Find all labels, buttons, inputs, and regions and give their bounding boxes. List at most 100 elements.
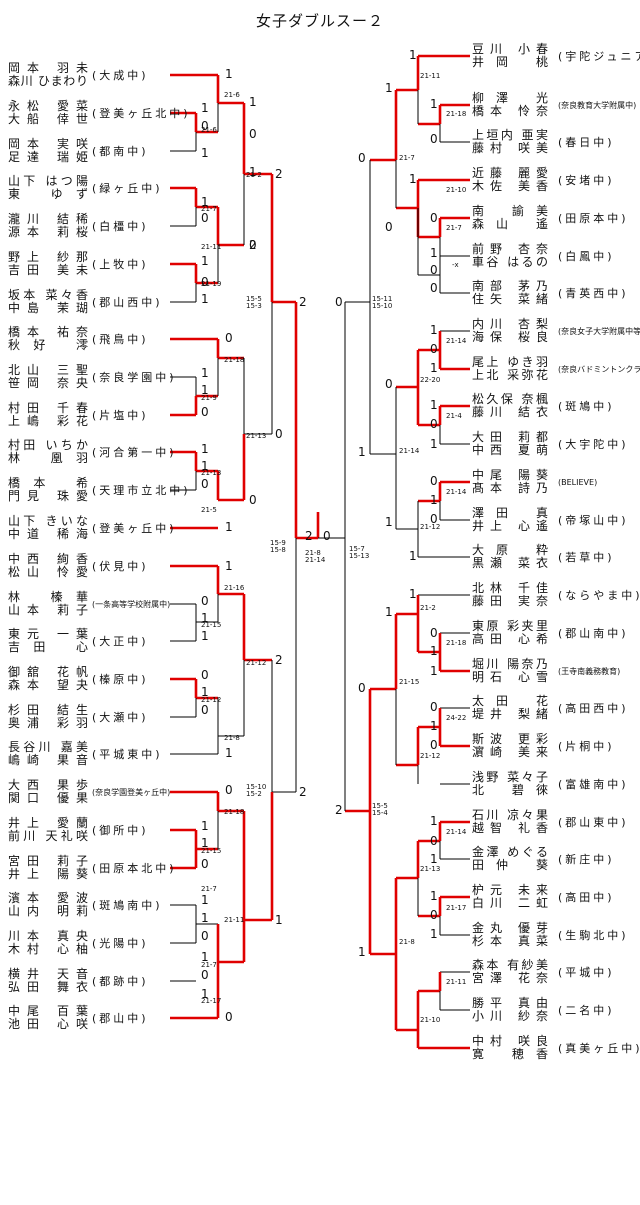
player-name: 住矢 菜緒	[472, 292, 548, 306]
result-number: 0	[201, 119, 209, 133]
result-number: 1	[409, 48, 417, 62]
player-name: 東原 彩夹里	[472, 619, 548, 633]
player-name: 大原 粋	[472, 543, 548, 557]
match-score: 21-13	[246, 432, 267, 440]
player-name: 弘田 舞衣	[8, 980, 88, 994]
player-name: 川本 真央	[8, 929, 88, 943]
player-name: 橋本 希	[8, 476, 88, 490]
result-number: 0	[430, 738, 438, 752]
school-name: (郡山中)	[92, 1012, 149, 1025]
result-number: 1	[430, 852, 438, 866]
player-name: 森川 ひまわり	[8, 74, 88, 88]
player-name: 橋本 祐奈	[8, 325, 88, 339]
player-name: 金澤 めぐる	[472, 845, 548, 859]
player-name: 足達 瑞姫	[8, 150, 88, 164]
result-number: 1	[201, 101, 209, 115]
result-number: 1	[201, 254, 209, 268]
result-number: 1	[430, 361, 438, 375]
player-name: 東 ゆず	[8, 187, 88, 201]
result-number: 1	[201, 629, 209, 643]
result-number: 1	[249, 165, 257, 179]
player-name: 池田 心咲	[8, 1017, 88, 1031]
result-number: 0	[201, 857, 209, 871]
school-name: (田原本北中)	[92, 862, 177, 875]
semi-number: 2	[299, 785, 307, 799]
player-name: 林 榛華	[8, 590, 88, 604]
player-name: 橋本 怜奈	[472, 104, 548, 118]
result-number: 0	[430, 626, 438, 640]
result-number: 1	[201, 685, 209, 699]
result-number: 1	[385, 81, 393, 95]
school-name: (真美ヶ丘中)	[558, 1042, 640, 1055]
result-number: 0	[201, 929, 209, 943]
match-score: 21-13	[420, 865, 441, 873]
player-name: 中西 夏萌	[472, 443, 548, 457]
match-score: 21-2	[246, 171, 262, 179]
result-number: 1	[430, 97, 438, 111]
player-name: 山下 きいな	[8, 514, 88, 528]
player-name: 吉田 心	[8, 640, 88, 654]
result-number: 2	[249, 238, 257, 252]
player-name: 杉本 真菜	[472, 934, 548, 948]
result-number: 1	[275, 913, 283, 927]
player-name: 東元 一葉	[8, 627, 88, 641]
result-number: 1	[430, 927, 438, 941]
player-name: 松久保 奈楓	[472, 392, 548, 406]
school-name: (都南中)	[92, 145, 149, 158]
result-number: 1	[201, 819, 209, 833]
player-name: 堀川 陽奈乃	[472, 657, 548, 671]
match-score: 21-15	[201, 847, 222, 855]
school-name: (大正中)	[92, 635, 149, 648]
result-number: 1	[201, 292, 209, 306]
player-name: 中島 茉瑚	[8, 301, 88, 315]
result-number: 0	[430, 281, 438, 295]
match-score: 21-9	[201, 394, 217, 402]
player-name: 中西 絢香	[8, 552, 88, 566]
result-number: 1	[201, 442, 209, 456]
school-name: (上牧中)	[92, 258, 149, 271]
school-name: (春日中)	[558, 136, 615, 149]
result-number: 1	[358, 945, 366, 959]
player-name: 森本 有紗美	[472, 958, 548, 972]
player-name: 上垣内 亜実	[472, 128, 548, 142]
player-name: 斯波 更彩	[472, 732, 548, 746]
school-name: (白鳳中)	[558, 250, 615, 263]
player-name: 藤村 咲美	[472, 141, 548, 155]
result-number: 1	[225, 67, 233, 81]
player-name: 岡本 実咲	[8, 137, 88, 151]
result-number: 2	[275, 653, 283, 667]
player-name: 門見 珠愛	[8, 489, 88, 503]
player-name: 柳澤 光	[472, 91, 548, 105]
school-name: (斑鳩南中)	[92, 899, 163, 912]
school-name: (帝塚山中)	[558, 514, 629, 527]
school-name: (二名中)	[558, 1004, 615, 1017]
match-score: 21-11	[224, 916, 245, 924]
school-name: (片桐中)	[558, 740, 615, 753]
result-number: 0	[430, 700, 438, 714]
match-score: 24-22	[446, 714, 467, 722]
school-name: (奈良学園中)	[92, 371, 177, 384]
result-number: 1	[201, 366, 209, 380]
player-name: 松山 怜愛	[8, 565, 88, 579]
player-name: 嶋崎 果音	[8, 753, 88, 767]
player-name: 豆川 小春	[472, 42, 548, 56]
school-name: (高田中)	[558, 891, 615, 904]
school-name: (奈良教育大学附属中)	[558, 101, 637, 110]
result-number: 1	[249, 95, 257, 109]
player-name: 北山 三聖	[8, 363, 88, 377]
school-name: (富雄南中)	[558, 778, 629, 791]
result-number: 0	[430, 512, 438, 526]
player-name: 御舘 花帆	[8, 665, 88, 679]
match-score: 21-7	[201, 885, 217, 893]
match-score: 21-19	[201, 280, 222, 288]
player-name: 太田 花	[472, 694, 548, 708]
player-name: 藤田 実奈	[472, 594, 548, 608]
school-name: (斑鳩中)	[558, 400, 615, 413]
match-score: 21-2	[420, 604, 436, 612]
match-score: 15-11 15-10	[372, 295, 393, 310]
player-name: 関口 優果	[8, 791, 88, 805]
result-number: 0	[201, 968, 209, 982]
school-name: (御所中)	[92, 824, 149, 837]
player-name: 山下 はつ陽	[8, 174, 88, 188]
player-name: 近藤 麗愛	[472, 166, 548, 180]
